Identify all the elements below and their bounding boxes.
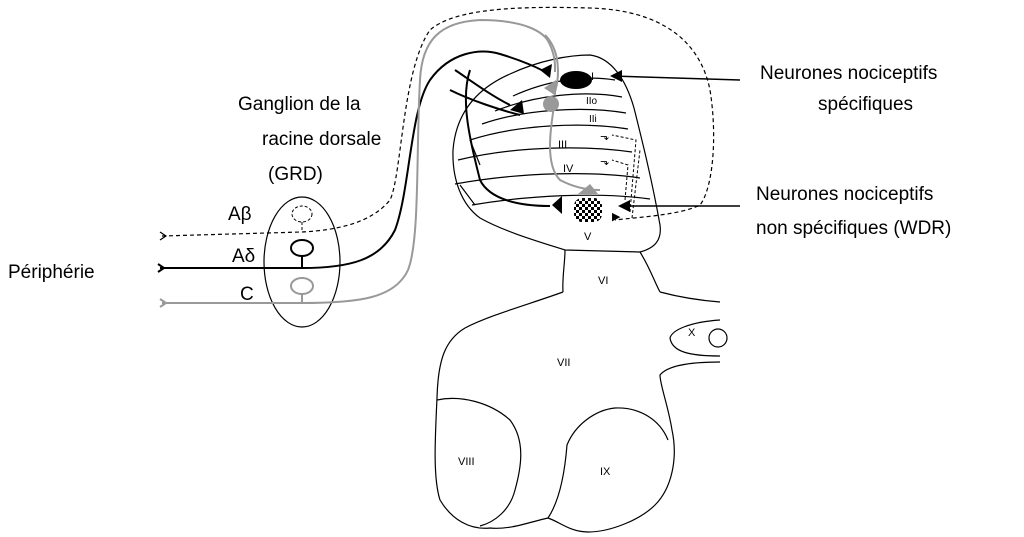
lamina-label-vi: VI xyxy=(598,275,608,287)
synapse-black-3 xyxy=(552,196,562,214)
synapse-grey-1 xyxy=(544,80,556,96)
lamina-label-vii: VII xyxy=(557,357,570,369)
lamina-label-iio: IIo xyxy=(586,96,598,107)
abeta-collateral-3 xyxy=(632,150,640,218)
c-cell-body xyxy=(291,278,313,294)
arrow-nociceptive-specific xyxy=(612,76,740,80)
lamina-label-viii: VIII xyxy=(458,456,475,468)
fiber-label-adelta: Aδ xyxy=(232,246,255,267)
ganglion-label-line3: (GRD) xyxy=(268,164,323,185)
grey-neuron-iio xyxy=(543,96,559,112)
wdr-label-line2: non spécifiques (WDR) xyxy=(756,218,951,239)
lamina-ix-region xyxy=(548,408,668,518)
fiber-label-c: C xyxy=(240,284,254,305)
synapse-black-2 xyxy=(540,64,552,78)
ganglion-label-line1: Ganglion de la xyxy=(238,94,361,115)
abeta-collateral-2 xyxy=(612,160,628,200)
central-canal xyxy=(709,329,727,347)
lamina-label-iii: III xyxy=(558,139,567,151)
lamina-label-iii-inner: IIi xyxy=(589,114,597,125)
abeta-collateral-1 xyxy=(612,135,636,212)
wdr-neuron xyxy=(574,198,602,222)
lamina-viii-region xyxy=(437,398,521,526)
lamina-label-v: V xyxy=(584,231,592,243)
fiber-label-abeta: Aβ xyxy=(228,204,252,225)
nns-label-line2: spécifiques xyxy=(818,94,913,115)
lamina-label-iv: IV xyxy=(563,163,574,175)
adelta-branch-lamina-iii xyxy=(450,90,520,115)
adelta-branch-lamina-iio xyxy=(455,70,510,105)
lamina-label-x: X xyxy=(688,327,696,339)
ganglion-label-line2: racine dorsale xyxy=(262,129,381,150)
lamina-v-marker: ▶ xyxy=(612,211,621,223)
grey-matter-outline xyxy=(435,55,720,532)
lamina-iv-marker: ⬎ xyxy=(600,156,609,168)
lamina-label-i: I xyxy=(591,71,594,83)
lamina-label-ix: IX xyxy=(600,466,611,478)
abeta-cell-body xyxy=(292,206,312,222)
nns-label-line1: Neurones nociceptifs xyxy=(760,63,937,84)
adelta-cell-body xyxy=(291,240,313,256)
nociceptive-specific-neuron xyxy=(560,71,592,89)
wdr-label-line1: Neurones nociceptifs xyxy=(756,184,933,205)
peripherie-label: Périphérie xyxy=(8,262,95,283)
lamina-iii-marker: ⬎ xyxy=(600,131,609,143)
